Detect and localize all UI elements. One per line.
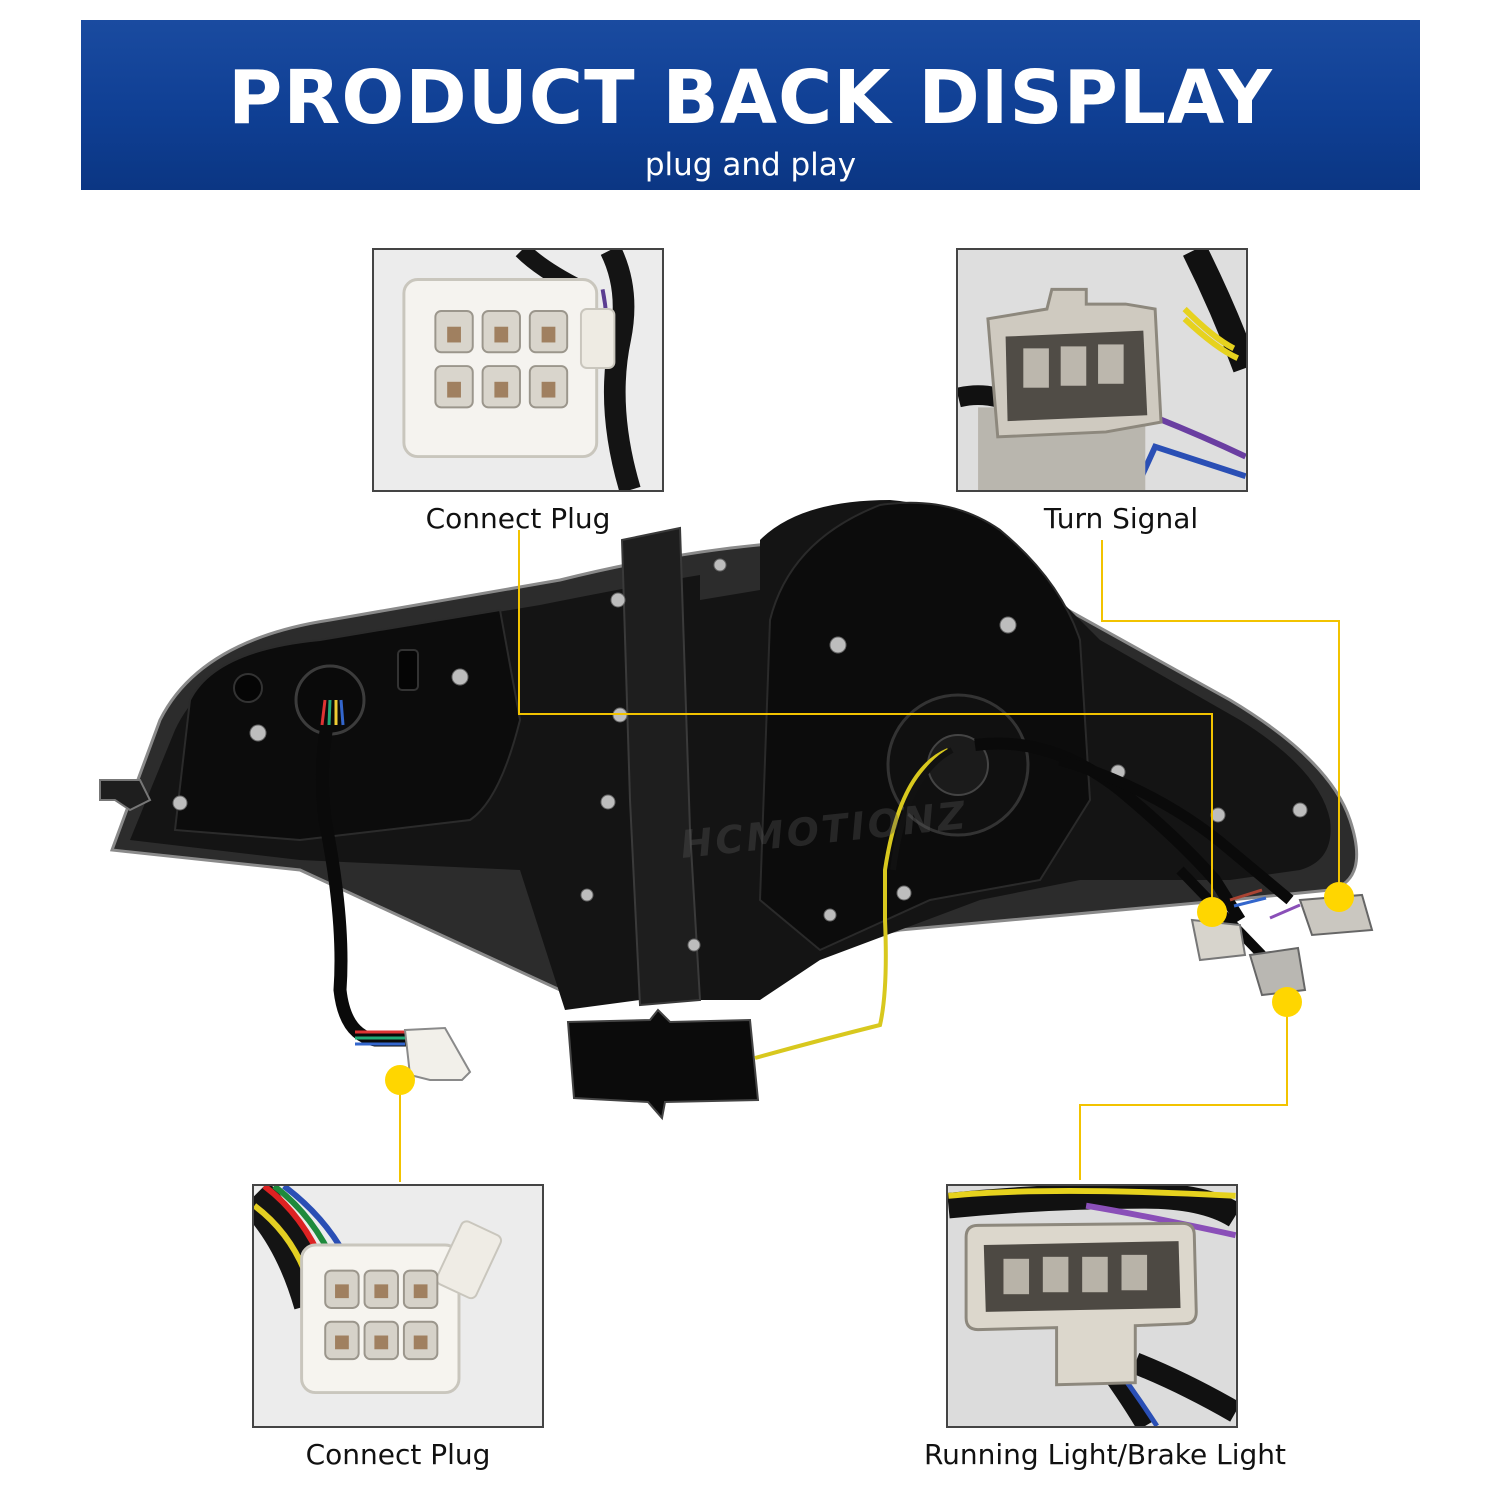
inset-turn-signal	[956, 248, 1248, 492]
label-turn-signal: Turn Signal	[1043, 502, 1199, 535]
header-banner: PRODUCT BACK DISPLAY plug and play	[81, 20, 1420, 190]
page-title: PRODUCT BACK DISPLAY	[228, 55, 1273, 141]
connector-plug-icon	[254, 1186, 542, 1426]
running-brake-connector-icon	[948, 1186, 1236, 1426]
inset-connect-plug-bottom	[252, 1184, 544, 1428]
label-running-brake-light: Running Light/Brake Light	[923, 1438, 1287, 1471]
label-connect-plug-top: Connect Plug	[425, 502, 611, 535]
label-connect-plug-bottom: Connect Plug	[305, 1438, 491, 1471]
connector-plug-icon	[374, 250, 662, 490]
turn-signal-connector-icon	[958, 250, 1246, 490]
page-subtitle: plug and play	[644, 147, 857, 183]
brand-watermark: HCMOTIONZ	[678, 793, 971, 867]
inset-running-brake-light	[946, 1184, 1238, 1428]
inset-connect-plug-top	[372, 248, 664, 492]
